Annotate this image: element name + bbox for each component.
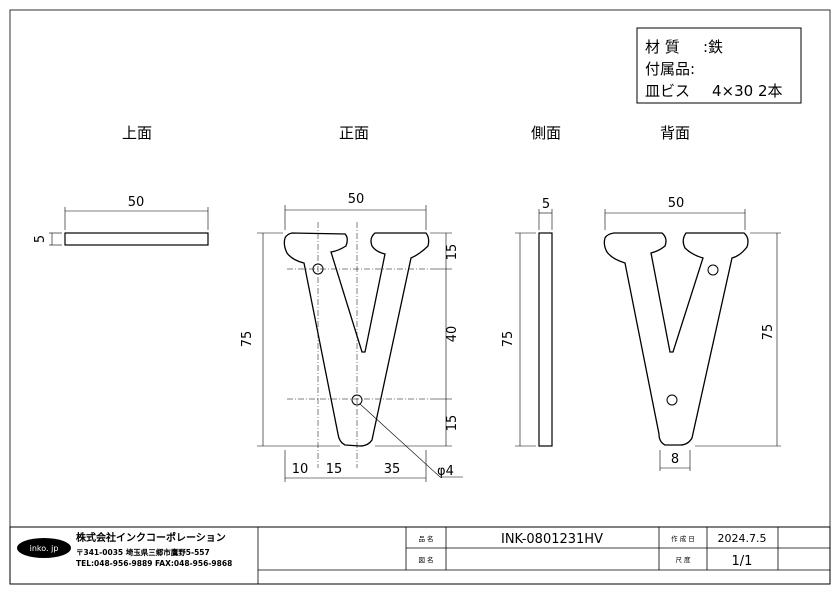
side-view-outline [538,232,553,447]
front-hole-lower [351,394,363,406]
dim-front-height: 75 [240,331,255,348]
front-v-outline [283,232,430,447]
dim-front-width: 50 [348,192,365,207]
screw-value: 4×30 2本 [712,82,783,100]
dim-front-seg-top: 15 [445,244,460,261]
product-name: INK-0801231HV [501,532,603,547]
dim-top-thickness: 5 [33,235,48,243]
screw-label: 皿ビス [645,82,690,100]
front-hole-upper [312,263,324,275]
view-title-front: 正面 [339,124,369,142]
dim-back-bottom: 8 [671,452,679,467]
company-address: 〒341-0035 埼玉県三郷市鷹野5-557 [76,547,210,557]
dim-side-height: 75 [501,331,516,348]
company-name: 株式会社インクコーポレーション [76,531,226,544]
dim-top-width: 50 [128,195,145,210]
material-value: :鉄 [703,38,723,56]
logo-text: inko. jp [30,544,59,553]
view-title-top: 上面 [122,124,152,142]
side-view: 5 75 [501,197,553,447]
top-view-outline [64,232,209,246]
dim-front-h3: 35 [384,462,401,477]
back-view: 50 75 8 [603,196,781,471]
date-label: 作 成 日 [671,534,695,543]
dim-front-seg-bot: 15 [445,415,460,432]
dim-back-width: 50 [668,196,685,211]
dim-front-h1: 10 [292,462,309,477]
product-name-label: 品 名 [418,534,433,543]
title-block: inko. jp 株式会社インクコーポレーション 〒341-0035 埼玉県三郷… [9,526,831,585]
top-view: 50 5 [33,195,209,246]
accessory-label: 付属品: [645,60,695,78]
view-title-side: 側面 [531,124,561,142]
back-v-outline [603,232,749,446]
dim-hole-diameter: φ4 [437,464,454,479]
dim-back-height: 75 [761,324,776,341]
dim-front-h2: 15 [326,462,343,477]
back-hole-lower [666,394,678,406]
dim-side-thickness: 5 [542,197,550,212]
company-logo [17,538,71,558]
date-value: 2024.7.5 [718,532,767,545]
scale-label: 尺 度 [675,555,691,564]
spec-box: 材 質 :鉄 付属品: 皿ビス 4×30 2本 [636,27,802,104]
sheet-border [9,9,831,585]
scale-value: 1/1 [732,554,753,569]
back-hole-upper [707,264,719,276]
front-view: φ4 50 75 15 40 15 10 15 35 [240,192,463,482]
company-contact: TEL:048-956-9889 FAX:048-956-9868 [76,559,232,568]
drawing-name-label: 図 名 [418,555,433,564]
view-title-back: 背面 [660,124,690,142]
material-label: 材 質 [645,38,680,56]
dim-front-seg-mid: 40 [445,326,460,343]
